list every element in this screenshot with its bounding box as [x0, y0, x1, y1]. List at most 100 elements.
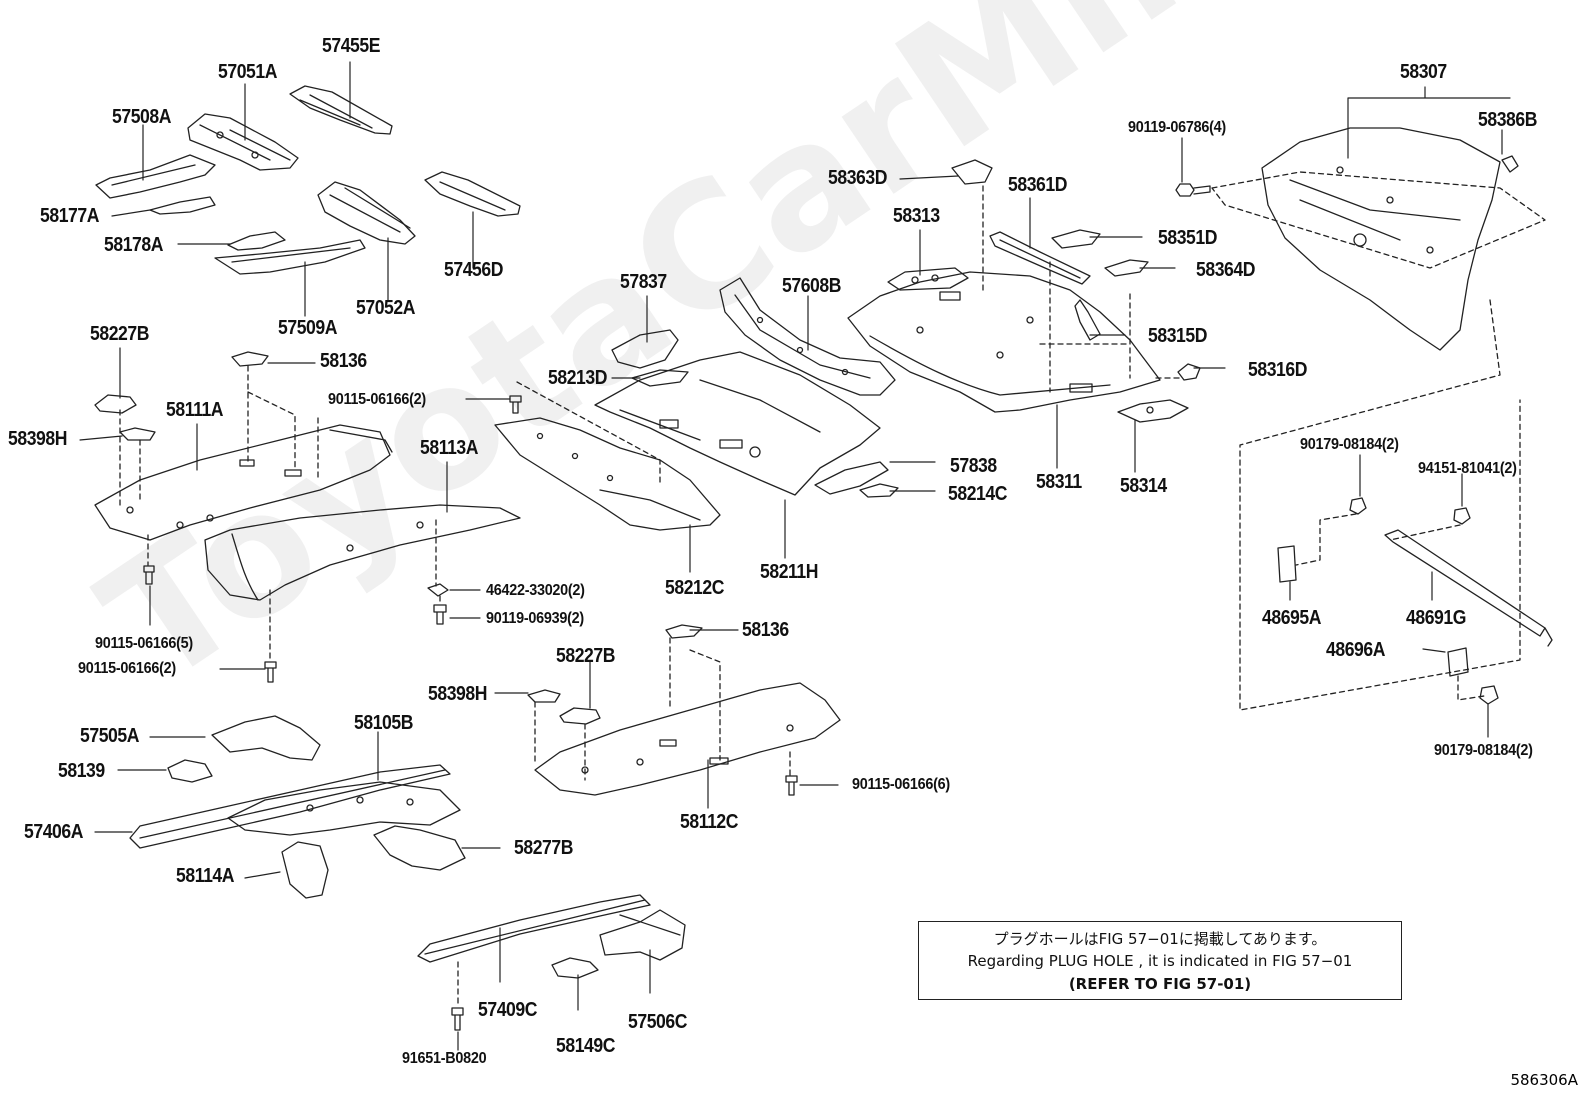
part-58214C — [859, 483, 899, 498]
part-58177A — [149, 196, 216, 215]
part-58314 — [1117, 399, 1189, 423]
dashed-guides-58111A — [119, 365, 319, 661]
part-58149C — [551, 957, 599, 979]
part-58139 — [167, 759, 213, 783]
washer-46422 — [427, 583, 449, 597]
label-46422-33020: 46422-33020(2) — [486, 582, 585, 599]
label-58311: 58311 — [1036, 471, 1082, 493]
label-57456D: 57456D — [444, 259, 504, 281]
label-58213D: 58213D — [548, 367, 608, 389]
label-58105B: 58105B — [354, 712, 414, 734]
leader-lines — [79, 61, 1511, 1051]
part-58212C — [494, 417, 721, 531]
part-58361D — [989, 231, 1091, 285]
label-57052A: 57052A — [356, 297, 416, 319]
label-58316D: 58316D — [1248, 359, 1308, 381]
part-58213D — [631, 369, 689, 387]
part-57455E — [289, 85, 393, 135]
nut-90179-08184-a — [1349, 497, 1367, 515]
bolt-91651-B0820 — [451, 1007, 464, 1031]
bolt-90119-06786 — [1175, 183, 1211, 197]
dashed-guides-58311 — [982, 185, 1181, 393]
label-58214C: 58214C — [948, 483, 1008, 505]
dashed-guides-48691G — [1295, 513, 1485, 701]
bolt-90119-06939 — [433, 604, 447, 625]
part-58114A — [281, 841, 329, 899]
label-90119-06786: 90119-06786(4) — [1128, 119, 1226, 136]
note-box: プラグホールはFIG 57−01に掲載してあります。 Regarding PLU… — [918, 921, 1402, 1000]
label-57509A: 57509A — [278, 317, 338, 339]
nut-90179-08184-b — [1479, 685, 1499, 705]
label-58277B: 58277B — [514, 837, 574, 859]
label-58364D: 58364D — [1196, 259, 1256, 281]
note-line-japanese: プラグホールはFIG 57−01に掲載してあります。 — [993, 930, 1327, 948]
part-57837 — [611, 329, 679, 369]
label-57838: 57838 — [950, 455, 997, 477]
part-58351D — [1051, 229, 1101, 249]
label-58361D: 58361D — [1008, 174, 1068, 196]
label-57406A: 57406A — [24, 821, 84, 843]
part-58398H-b — [527, 689, 561, 703]
part-58311 — [847, 271, 1161, 413]
label-94151-81041: 94151-81041(2) — [1418, 460, 1517, 477]
part-58136-a — [231, 351, 269, 367]
part-58364D — [1104, 259, 1149, 277]
label-58114A: 58114A — [176, 865, 235, 887]
bolt-90115-06166-5 — [143, 565, 155, 585]
label-58178A: 58178A — [104, 234, 164, 256]
part-58211H — [594, 351, 881, 496]
label-48696A: 48696A — [1326, 639, 1386, 661]
label-58212C: 58212C — [665, 577, 725, 599]
label-57506C: 57506C — [628, 1011, 688, 1033]
label-57051A: 57051A — [218, 61, 278, 83]
part-58227B-b — [559, 707, 601, 725]
part-58111A — [94, 424, 393, 541]
label-57608B: 57608B — [782, 275, 842, 297]
part-58386B — [1501, 155, 1519, 173]
label-58149C: 58149C — [556, 1035, 616, 1057]
label-57837: 57837 — [620, 271, 667, 293]
label-57505A: 57505A — [80, 725, 140, 747]
label-48691G: 48691G — [1406, 607, 1466, 629]
part-57456D — [424, 171, 521, 217]
part-57505A — [211, 715, 321, 761]
part-58227B-a — [94, 394, 137, 414]
label-58227B-b: 58227B — [556, 645, 616, 667]
label-48695A: 48695A — [1262, 607, 1322, 629]
part-57409C — [417, 894, 651, 963]
label-58307: 58307 — [1400, 61, 1447, 83]
label-58315D: 58315D — [1148, 325, 1208, 347]
part-57509A — [214, 239, 366, 275]
label-58211H: 58211H — [760, 561, 819, 583]
part-58112C — [534, 682, 841, 796]
label-58227B-a: 58227B — [90, 323, 150, 345]
label-90115-06166-6: 90115-06166(6) — [852, 776, 950, 793]
part-58136-b — [665, 624, 703, 639]
part-58105B — [227, 781, 461, 836]
bolt-90115-06166-2a — [509, 395, 522, 414]
part-58178A — [227, 231, 286, 251]
part-48695A — [1277, 545, 1297, 583]
bolt-90115-06166-6 — [785, 775, 798, 796]
label-58113A: 58113A — [420, 437, 479, 459]
dashed-guides-58212C — [516, 381, 661, 483]
label-58314: 58314 — [1120, 475, 1167, 497]
part-58398H-a — [119, 427, 156, 441]
label-58136-a: 58136 — [320, 350, 367, 372]
label-90179-08184-b: 90179-08184(2) — [1434, 742, 1533, 759]
label-58386B: 58386B — [1478, 109, 1538, 131]
part-58315D — [1074, 299, 1101, 341]
part-58113A — [204, 504, 521, 601]
label-90115-06166-2a: 90115-06166(2) — [328, 391, 426, 408]
part-57608B — [719, 277, 896, 396]
part-58313 — [887, 267, 969, 291]
figure-number: 586306A — [1510, 1071, 1578, 1089]
label-58363D: 58363D — [828, 167, 888, 189]
dashed-guides-58307 — [1211, 171, 1546, 711]
part-48696A — [1447, 647, 1469, 677]
label-90115-06166-5: 90115-06166(5) — [95, 635, 193, 652]
label-58136-b: 58136 — [742, 619, 789, 641]
part-57051A — [187, 113, 299, 171]
label-90119-06939: 90119-06939(2) — [486, 610, 584, 627]
